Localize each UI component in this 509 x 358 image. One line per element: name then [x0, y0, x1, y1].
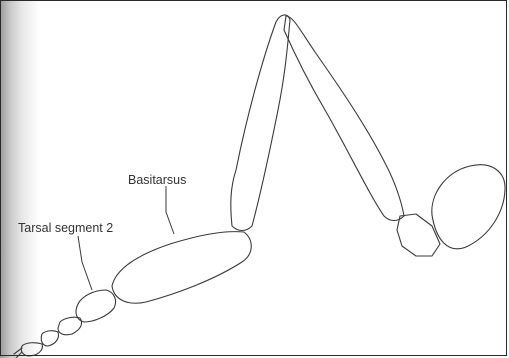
leg-segment-tarsal-3: [58, 317, 82, 335]
leg-segment-tibia: [231, 15, 290, 231]
claw-tip: [14, 348, 22, 358]
basitarsus-leader-line: [166, 186, 174, 234]
leg-segment-claw: [21, 343, 42, 356]
tarsal-segment-2-leader-line: [78, 236, 92, 290]
leg-segment-basitarsus: [112, 232, 251, 304]
leg-segment-femur: [284, 16, 404, 221]
leg-segment-tarsal-2: [76, 290, 116, 322]
leg-segment-oval: [432, 165, 505, 249]
basitarsus-label: Basitarsus: [128, 173, 186, 187]
tarsal-segment-2-label: Tarsal segment 2: [18, 221, 113, 235]
leg-segment-tarsal-4: [41, 331, 58, 346]
